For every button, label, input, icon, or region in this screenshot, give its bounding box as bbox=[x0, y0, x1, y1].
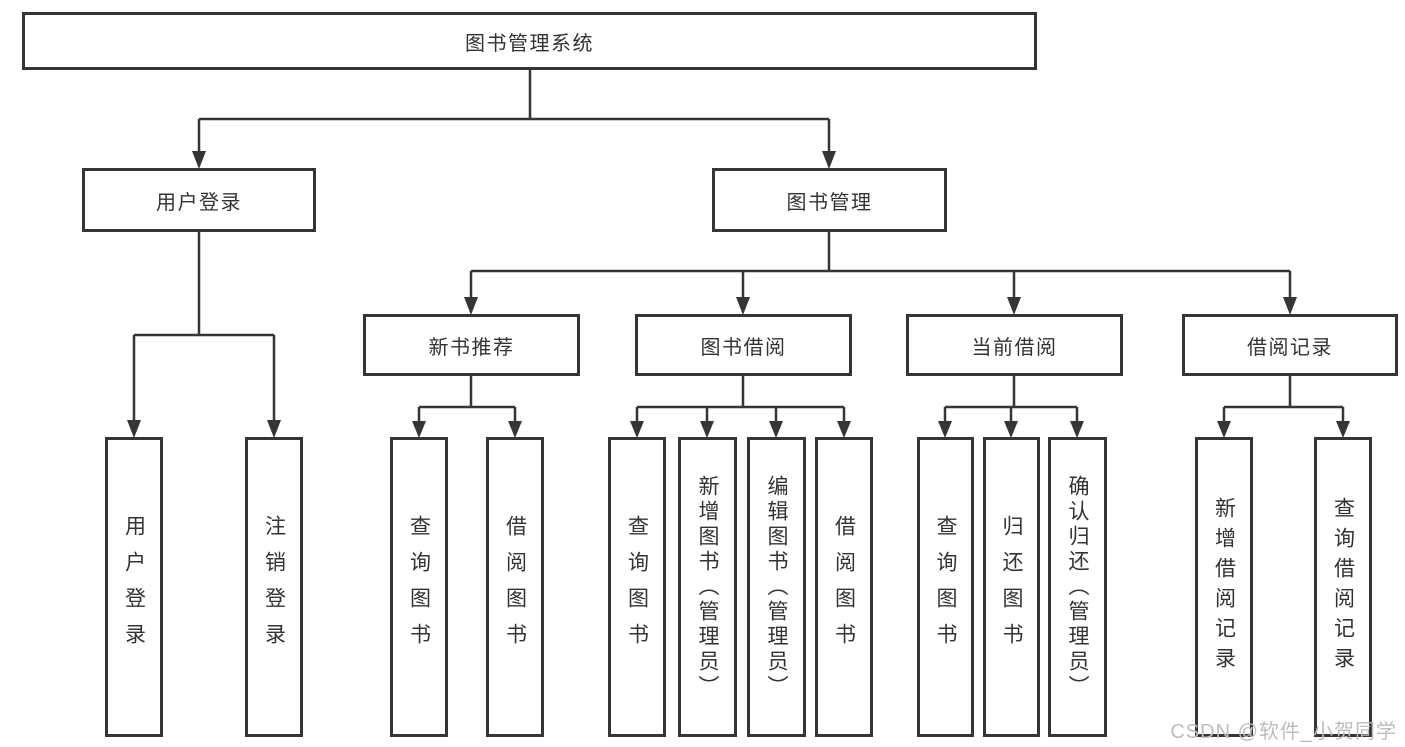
leaf-confirm-return-admin-label: 确认归还（管理员） bbox=[1066, 474, 1089, 700]
leaf-add-books-admin-label: 新增图书（管理员） bbox=[696, 474, 719, 700]
leaf-user-login: 用户登录 bbox=[105, 437, 163, 737]
leaf-query-books-borrow: 查询图书 bbox=[608, 437, 666, 737]
leaf-return-books-label: 归还图书 bbox=[1000, 515, 1023, 659]
leaf-user-login-label: 用户登录 bbox=[122, 515, 146, 659]
leaf-confirm-return-admin: 确认归还（管理员） bbox=[1048, 437, 1107, 737]
leaf-query-borrow-record: 查询借阅记录 bbox=[1314, 437, 1372, 737]
csdn-watermark: CSDN @软件_小贺同学 bbox=[1170, 721, 1397, 743]
leaf-borrow-books: 借阅图书 bbox=[815, 437, 873, 737]
node-current-borrow: 当前借阅 bbox=[906, 314, 1123, 376]
leaf-return-books: 归还图书 bbox=[983, 437, 1040, 737]
leaf-query-books-borrow-label: 查询图书 bbox=[625, 515, 649, 659]
leaf-query-books-recommend: 查询图书 bbox=[390, 437, 448, 737]
leaf-query-books-recommend-label: 查询图书 bbox=[407, 515, 431, 659]
leaf-borrow-books-label: 借阅图书 bbox=[832, 515, 856, 659]
node-book-management: 图书管理 bbox=[712, 168, 947, 232]
leaf-borrow-books-recommend-label: 借阅图书 bbox=[503, 515, 527, 659]
leaf-add-books-admin: 新增图书（管理员） bbox=[678, 437, 737, 737]
node-user-login: 用户登录 bbox=[82, 168, 316, 232]
node-new-book-recommend: 新书推荐 bbox=[363, 314, 580, 376]
node-borrow-records: 借阅记录 bbox=[1182, 314, 1398, 376]
leaf-edit-books-admin: 编辑图书（管理员） bbox=[747, 437, 806, 737]
leaf-logout-label: 注销登录 bbox=[262, 515, 286, 659]
leaf-add-borrow-record: 新增借阅记录 bbox=[1195, 437, 1253, 737]
leaf-logout: 注销登录 bbox=[245, 437, 303, 737]
leaf-add-borrow-record-label: 新增借阅记录 bbox=[1212, 497, 1236, 677]
node-library-management-system: 图书管理系统 bbox=[22, 12, 1037, 70]
leaf-query-books-current-label: 查询图书 bbox=[934, 515, 957, 659]
node-book-borrow: 图书借阅 bbox=[635, 314, 852, 376]
leaf-query-books-current: 查询图书 bbox=[917, 437, 974, 737]
leaf-query-borrow-record-label: 查询借阅记录 bbox=[1331, 497, 1355, 677]
leaf-borrow-books-recommend: 借阅图书 bbox=[486, 437, 544, 737]
leaf-edit-books-admin-label: 编辑图书（管理员） bbox=[765, 474, 788, 700]
